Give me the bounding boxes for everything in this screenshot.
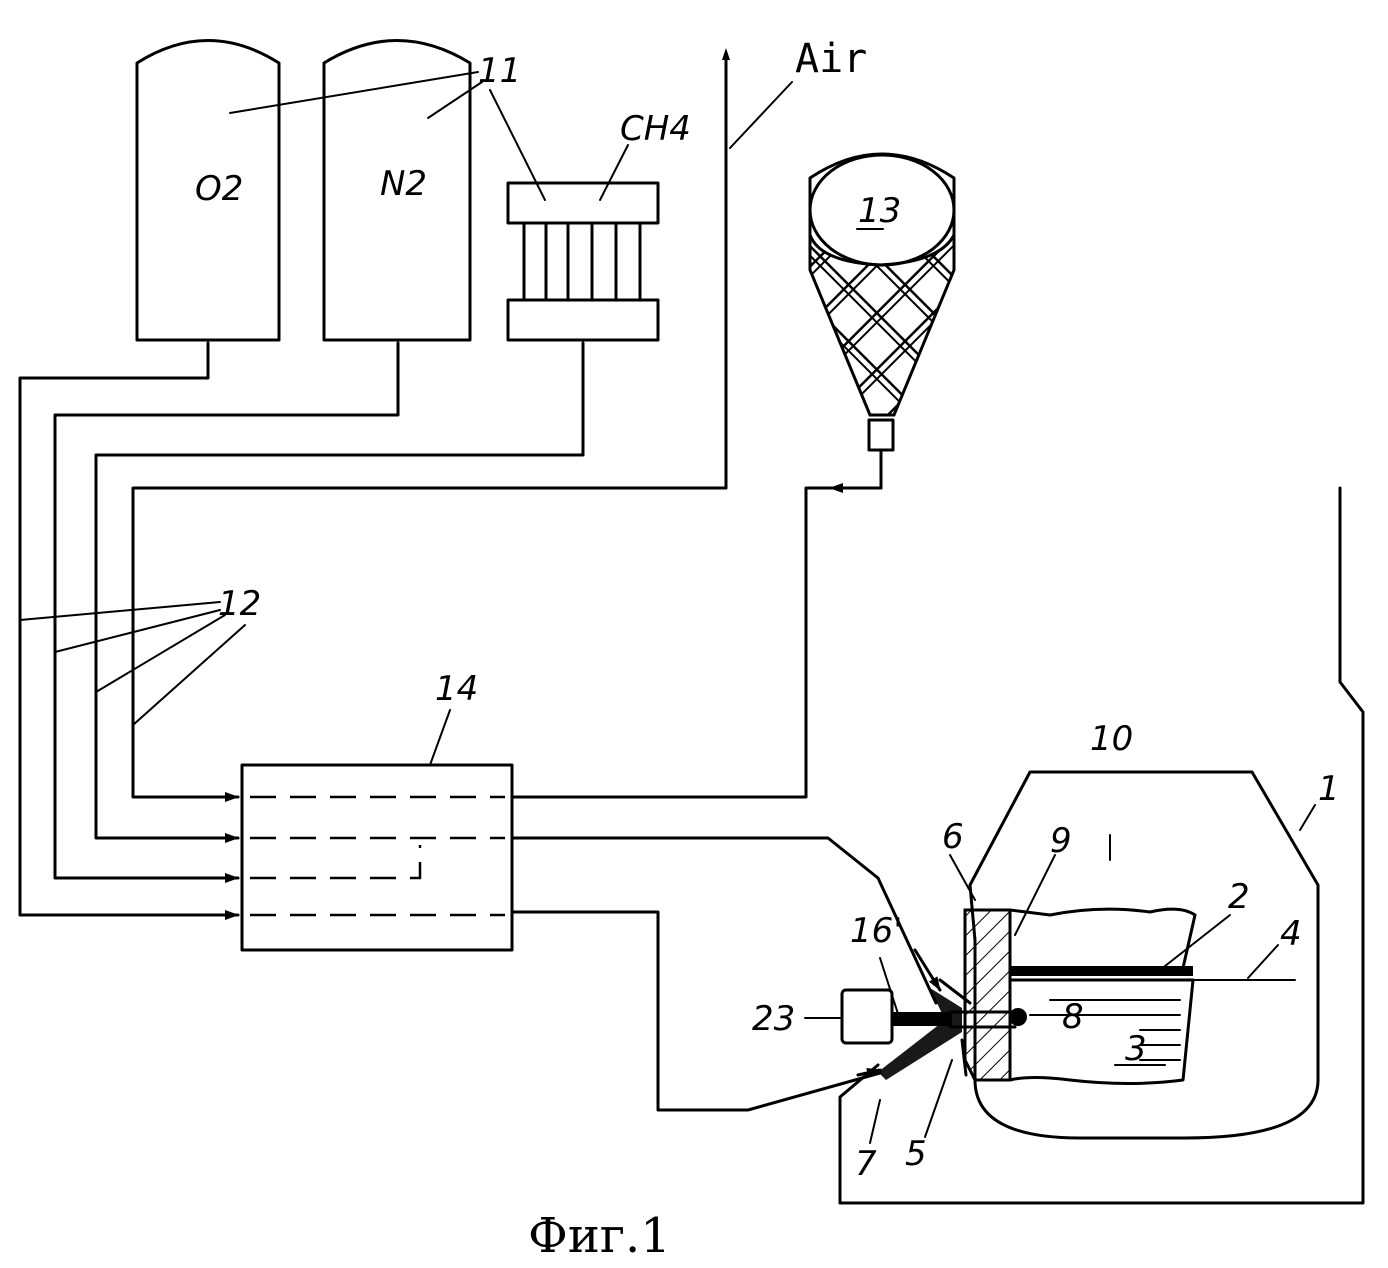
label-12: 12 xyxy=(218,584,261,624)
label-4: 4 xyxy=(1280,914,1302,954)
label-1: 1 xyxy=(1318,769,1340,809)
metal-level-line xyxy=(1010,966,1193,976)
label-8: 8 xyxy=(1062,997,1084,1037)
figure-caption: Фиг.1 xyxy=(528,1208,671,1264)
label-10: 10 xyxy=(1090,719,1133,759)
label-3: 3 xyxy=(1125,1029,1147,1069)
label-air: Air xyxy=(795,36,867,82)
label-2: 2 xyxy=(1228,877,1250,917)
label-ch4: CH4 xyxy=(620,109,691,149)
methane-source xyxy=(508,183,658,340)
label-16: 16' xyxy=(850,911,903,951)
air-intake xyxy=(722,48,730,488)
label-5: 5 xyxy=(905,1134,927,1174)
label-9: 9 xyxy=(1050,821,1072,861)
control-unit xyxy=(242,765,512,950)
label-23: 23 xyxy=(752,999,795,1039)
furnace xyxy=(965,772,1318,1138)
label-13: 13 xyxy=(858,191,901,231)
label-6: 6 xyxy=(942,817,964,857)
leader-lines xyxy=(20,72,1315,1143)
label-o2: O2 xyxy=(195,169,243,209)
label-11: 11 xyxy=(478,51,521,91)
label-n2: N2 xyxy=(380,164,427,204)
label-14: 14 xyxy=(435,669,478,709)
label-7: 7 xyxy=(855,1144,877,1184)
